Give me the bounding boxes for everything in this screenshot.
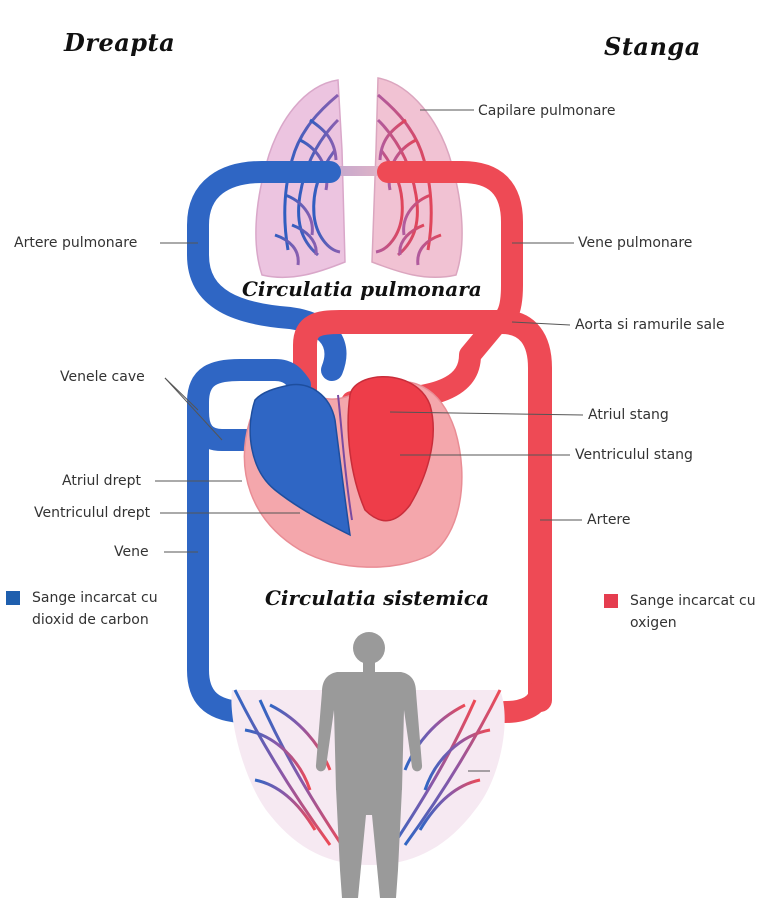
legend-deoxygenated: Sange incarcat cu dioxid de carbon bbox=[6, 587, 182, 631]
right-side-title: Dreapta bbox=[64, 28, 176, 57]
aorta-label: Aorta si ramurile sale bbox=[575, 317, 725, 333]
pulmonary-circulation-title: Circulatia pulmonara bbox=[242, 277, 482, 301]
pulmonary-arteries-label: Artere pulmonare bbox=[14, 235, 138, 251]
right-lung-capillaries bbox=[274, 93, 341, 266]
veins-label: Vene bbox=[114, 544, 149, 560]
aorta-vessel bbox=[293, 310, 552, 712]
deoxygenated-legend-text: Sange incarcat cu dioxid de carbon bbox=[32, 590, 158, 628]
left-side-title: Stanga bbox=[604, 32, 701, 61]
systemic-artery-return bbox=[494, 679, 551, 723]
pulmonary-capillaries-label: Capilare pulmonare bbox=[478, 103, 616, 119]
left-ventricle-label: Ventriculul stang bbox=[575, 447, 693, 463]
human-silhouette bbox=[315, 632, 423, 898]
venae-cavae-label: Venele cave bbox=[60, 369, 145, 385]
human-legs bbox=[336, 788, 402, 898]
human-head bbox=[353, 632, 385, 664]
pulmonary-veins-label: Vene pulmonare bbox=[578, 235, 693, 251]
lung-capillary-link bbox=[328, 166, 384, 176]
human-torso bbox=[315, 672, 423, 790]
arteries-label: Artere bbox=[587, 512, 631, 528]
systemic-circulation-title: Circulatia sistemica bbox=[265, 586, 490, 610]
left-atrium-label: Atriul stang bbox=[588, 407, 669, 423]
right-ventricle-label: Ventriculul drept bbox=[34, 505, 151, 521]
right-atrium-label: Atriul drept bbox=[62, 473, 142, 489]
human-neck bbox=[363, 662, 375, 672]
oxygenated-legend-text: Sange incarcat cu oxigen bbox=[630, 593, 756, 631]
label-leader-lines bbox=[155, 109, 584, 772]
heart-septum bbox=[337, 394, 353, 521]
systemic-capillaries bbox=[233, 689, 502, 851]
legend-oxygenated: Sange incarcat cu oxigen bbox=[604, 590, 770, 634]
right-heart-chambers bbox=[249, 383, 351, 537]
oxygenated-swatch bbox=[604, 594, 618, 608]
deoxygenated-swatch bbox=[6, 591, 20, 605]
heart bbox=[243, 376, 463, 568]
